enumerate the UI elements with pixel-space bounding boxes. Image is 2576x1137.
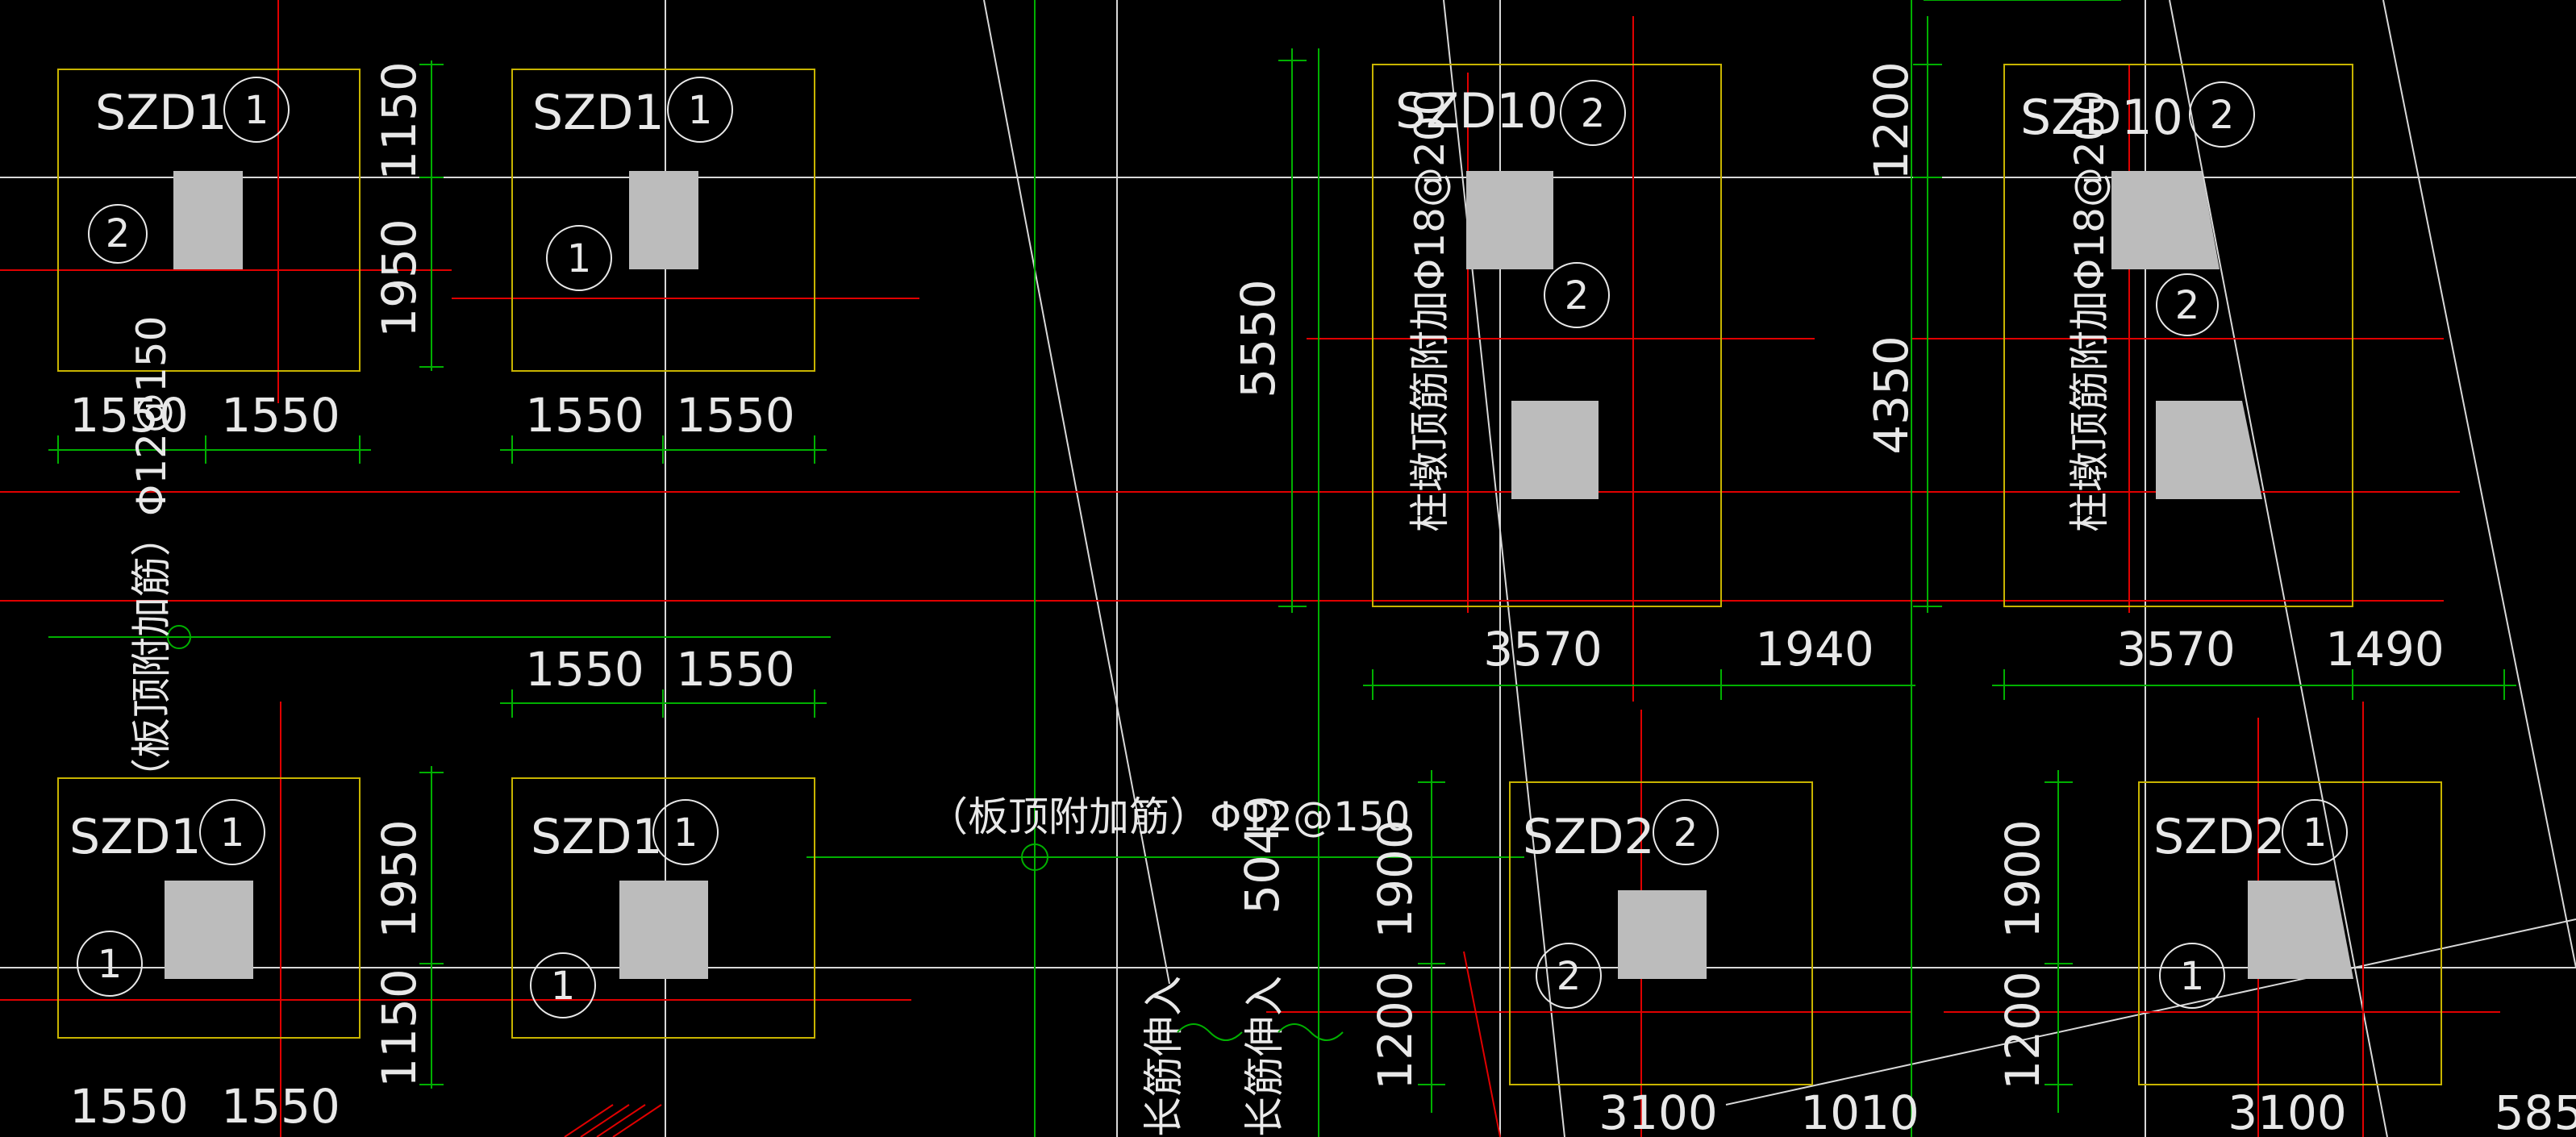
horizontal-rebar-note: （板顶附加筋）Φ12@150 xyxy=(927,793,1410,840)
pier-block-f[interactable]: SZD1 1 1 xyxy=(511,777,815,1039)
dimension-label: 3100 xyxy=(1599,1085,1718,1137)
dimension-label: 3100 xyxy=(2228,1085,2347,1137)
pier-block-d[interactable]: SZD10 2 2 柱墩顶筋附加Φ18@200 1200 4350 3570 1… xyxy=(1864,16,2516,700)
rebar-mark-circle: 2 xyxy=(1674,810,1699,856)
pier-block-b[interactable]: SZD1 1 1 1550 1550 1550 1550 xyxy=(500,69,827,718)
dimension-label: 1010 xyxy=(1800,1085,1919,1137)
pier-block-a[interactable]: SZD1 1 2 1150 1950 1550 1550 xyxy=(48,60,444,464)
dimension-label: 1200 xyxy=(1368,971,1423,1090)
pier-label: SZD1 xyxy=(531,809,663,865)
dimension-label: 1550 xyxy=(676,388,795,443)
center-dimension: 5049 xyxy=(1235,795,1290,914)
rebar-mark-circle: 2 xyxy=(1565,273,1590,319)
dimension-label: 1550 xyxy=(525,642,644,697)
dimension-label: 585 xyxy=(2495,1085,2576,1137)
rebar-mark-circle: 2 xyxy=(106,211,131,256)
pier-block-e[interactable]: SZD1 1 1 1950 1150 1550 1550 xyxy=(57,766,444,1134)
dimension-label: 1550 xyxy=(525,388,644,443)
pier-label: SZD2 xyxy=(2153,809,2286,865)
dimension-label: 1550 xyxy=(676,642,795,697)
dimension-label: 1950 xyxy=(372,219,427,338)
rebar-note: 柱墩顶筋附加Φ18@200 xyxy=(1407,90,1453,532)
dimension-label: 1550 xyxy=(221,1079,340,1134)
rebar-mark-circle: 1 xyxy=(2303,810,2328,856)
dimension-label: 1150 xyxy=(372,968,427,1088)
rebar-mark-circle: 2 xyxy=(2175,283,2200,328)
rebar-extend-note: 长筋伸入 xyxy=(1140,976,1187,1137)
pier-block-g[interactable]: SZD2 2 2 1900 1200 3100 1010 xyxy=(1368,770,1919,1137)
dimension-label: 1150 xyxy=(372,61,427,181)
dimension-label: 1550 xyxy=(221,388,340,443)
dimension-label: 1900 xyxy=(1368,819,1423,939)
pier-label: SZD10 xyxy=(1395,83,1558,140)
pier-label: SZD1 xyxy=(69,809,202,865)
dimension-label: 1490 xyxy=(2325,622,2445,677)
dimension-label: 1950 xyxy=(372,819,427,939)
rebar-annotations: （板顶附加筋）Φ12@150 （板顶附加筋）Φ12@150 5049 长筋伸入 … xyxy=(128,316,1410,1137)
rebar-extend-note: 长筋伸入 xyxy=(1241,976,1288,1137)
dimension-label: 3570 xyxy=(2116,622,2236,677)
dimension-label: 1940 xyxy=(1755,622,1874,677)
rebar-mark-circle: 1 xyxy=(567,236,592,281)
pier-label: SZD2 xyxy=(1523,809,1655,865)
pier-label: SZD1 xyxy=(95,85,227,141)
rebar-mark-circle: 1 xyxy=(2180,954,2205,999)
pier-label: SZD10 xyxy=(2020,90,2183,146)
rebar-mark-circle: 1 xyxy=(551,964,576,1009)
dimension-label: 1550 xyxy=(69,1079,189,1134)
dimension-label: 4350 xyxy=(1864,335,1919,455)
rebar-mark-circle: 1 xyxy=(688,88,713,133)
rebar-mark-circle: 2 xyxy=(1557,954,1582,999)
pier-block-h[interactable]: SZD2 1 1 1900 1200 3100 585 xyxy=(1995,770,2576,1137)
dimension-label: 1900 xyxy=(1995,819,2050,939)
pier-label: SZD1 xyxy=(532,85,665,141)
rebar-mark-circle: 1 xyxy=(673,810,698,856)
vertical-rebar-note: （板顶附加筋）Φ12@150 xyxy=(128,316,175,798)
dimension-label: 1200 xyxy=(1995,971,2050,1090)
rebar-mark-circle: 1 xyxy=(244,88,269,133)
dimension-label: 1550 xyxy=(69,388,189,443)
dimension-label: 5550 xyxy=(1231,279,1286,398)
rebar-mark-circle: 1 xyxy=(220,810,245,856)
dimension-label: 3570 xyxy=(1483,622,1603,677)
dimension-label: 1200 xyxy=(1864,61,1919,181)
rebar-note: 柱墩顶筋附加Φ18@200 xyxy=(2066,90,2113,532)
rebar-mark-circle: 1 xyxy=(98,942,123,987)
pier-block-c[interactable]: SZD10 2 2 柱墩顶筋附加Φ18@200 5550 3570 1940 xyxy=(1231,48,1915,700)
rebar-mark-circle: 2 xyxy=(1581,91,1606,136)
rebar-mark-circle: 2 xyxy=(2210,93,2235,138)
